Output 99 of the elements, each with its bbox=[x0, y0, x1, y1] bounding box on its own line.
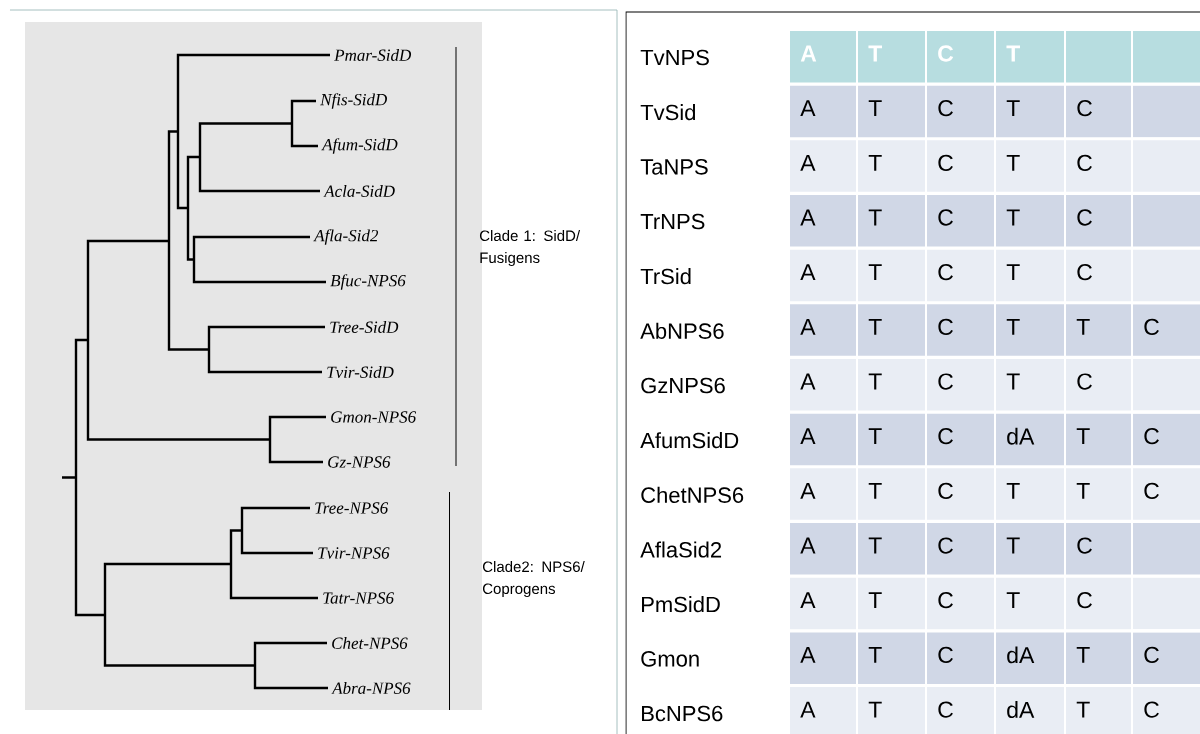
table-cell: A bbox=[790, 468, 856, 520]
table-cell: T bbox=[1066, 687, 1131, 734]
leaf-label: Nfis-SidD bbox=[320, 93, 387, 109]
table-cell: C bbox=[927, 468, 994, 520]
table-cell: C bbox=[927, 31, 994, 83]
table-cell: A bbox=[790, 523, 856, 575]
row-label: TvNPS bbox=[640, 49, 709, 66]
table-cell: C bbox=[1066, 249, 1131, 302]
table-cell: C bbox=[927, 359, 994, 411]
table-cell: T bbox=[858, 632, 925, 684]
leaf-label: Afum-SidD bbox=[321, 138, 398, 154]
table-cell: T bbox=[996, 304, 1064, 356]
table-cell: C bbox=[1066, 195, 1131, 247]
table-cell: dA bbox=[996, 413, 1064, 466]
table-cell: C bbox=[927, 413, 994, 466]
table-cell: T bbox=[1066, 413, 1131, 466]
table-cell: T bbox=[1066, 468, 1131, 520]
row-label: TvSid bbox=[640, 104, 696, 121]
table-cell: C bbox=[927, 632, 994, 684]
leaf-label: Gz-NPS6 bbox=[328, 456, 391, 468]
table-cell: C bbox=[1066, 85, 1131, 138]
table-cell: T bbox=[996, 577, 1064, 630]
leaf-label: Tvir-NPS6 bbox=[318, 547, 390, 559]
leaf-label: Tree-SidD bbox=[330, 321, 399, 333]
table-cell: T bbox=[996, 140, 1064, 192]
table-cell: T bbox=[858, 687, 925, 734]
table-cell: T bbox=[858, 413, 925, 466]
table-cell: C bbox=[1133, 304, 1200, 356]
row-label: Gmon bbox=[641, 651, 699, 667]
table-cell: dA bbox=[996, 687, 1064, 734]
leaf-label: Tree-NPS6 bbox=[315, 502, 389, 514]
table-cell: A bbox=[790, 359, 856, 411]
table-cell: T bbox=[858, 140, 925, 192]
table-cell: dA bbox=[996, 632, 1064, 684]
table-cell: C bbox=[927, 85, 994, 138]
row-label: TaNPS bbox=[640, 159, 708, 175]
table-cell: T bbox=[858, 195, 925, 247]
leaf-label: Tvir-SidD bbox=[327, 366, 394, 378]
table-cell: T bbox=[1066, 304, 1131, 356]
table-cell: C bbox=[927, 195, 994, 247]
row-label: AbNPS6 bbox=[640, 322, 724, 339]
table-cell: C bbox=[1133, 468, 1200, 520]
table-cell: A bbox=[790, 413, 856, 466]
leaf-label: Chet-NPS6 bbox=[332, 637, 408, 649]
clade-label: Clade2: NPS6/ Coprogens bbox=[482, 561, 585, 597]
table-cell: A bbox=[790, 195, 856, 247]
table-cell: C bbox=[1133, 632, 1200, 684]
row-label: TrSid bbox=[640, 268, 691, 285]
table-cell: T bbox=[858, 523, 925, 575]
leaf-label: Gmon-NPS6 bbox=[331, 411, 417, 423]
table-cell: C bbox=[927, 304, 994, 356]
table-cell: C bbox=[927, 140, 994, 192]
table-cell: C bbox=[1066, 359, 1131, 411]
table-cell: T bbox=[996, 249, 1064, 302]
table-cell: C bbox=[1066, 140, 1131, 192]
table-cell: A bbox=[790, 304, 856, 356]
table-cell: T bbox=[858, 359, 925, 411]
leaf-label: Tatr-NPS6 bbox=[323, 592, 394, 604]
row-label: AfumSidD bbox=[640, 432, 739, 449]
row-label: TrNPS bbox=[640, 213, 705, 230]
table-cell: A bbox=[790, 85, 856, 138]
table-cell: T bbox=[858, 249, 925, 302]
table-cell: T bbox=[1066, 632, 1131, 684]
table-cell: C bbox=[1066, 577, 1131, 630]
row-label: BcNPS6 bbox=[642, 705, 723, 722]
table-cell: T bbox=[858, 468, 925, 520]
leaf-label: Abra-NPS6 bbox=[331, 682, 411, 694]
table-cell: T bbox=[996, 31, 1064, 83]
table-cell: T bbox=[858, 304, 925, 356]
table-cell: T bbox=[996, 468, 1064, 520]
table-cell: A bbox=[790, 632, 856, 684]
table-cell: T bbox=[858, 85, 925, 138]
table-cell: C bbox=[1066, 523, 1131, 575]
leaf-label: Pmar-SidD bbox=[334, 49, 412, 61]
table-cell: A bbox=[790, 577, 856, 630]
table-cell: T bbox=[996, 523, 1064, 575]
table-cell: A bbox=[790, 140, 856, 192]
row-label: ChetNPS6 bbox=[641, 486, 744, 503]
table-cell: A bbox=[790, 249, 856, 302]
row-label: GzNPS6 bbox=[641, 377, 725, 394]
leaf-label: Afla-Sid2 bbox=[313, 229, 379, 245]
clade-label: Clade 1: SidD/ Fusigens bbox=[479, 230, 581, 266]
table-cell: T bbox=[996, 85, 1064, 138]
table-cell: T bbox=[858, 577, 925, 630]
row-label: PmSidD bbox=[642, 596, 720, 613]
table-cell: C bbox=[927, 523, 994, 575]
table-cell: C bbox=[927, 249, 994, 302]
table-cell: C bbox=[1133, 687, 1200, 734]
table-cell: T bbox=[858, 31, 925, 83]
table-cell: C bbox=[927, 687, 994, 734]
table-cell: T bbox=[996, 195, 1064, 247]
table-cell: T bbox=[996, 359, 1064, 411]
row-label: AflaSid2 bbox=[640, 541, 722, 558]
table-cell: A bbox=[790, 31, 856, 83]
leaf-label: Acla-SidD bbox=[323, 185, 395, 197]
table-cell: C bbox=[927, 577, 994, 630]
leaf-label: Bfuc-NPS6 bbox=[330, 274, 406, 290]
table-cell: A bbox=[790, 687, 856, 734]
table-cell: C bbox=[1133, 413, 1200, 466]
